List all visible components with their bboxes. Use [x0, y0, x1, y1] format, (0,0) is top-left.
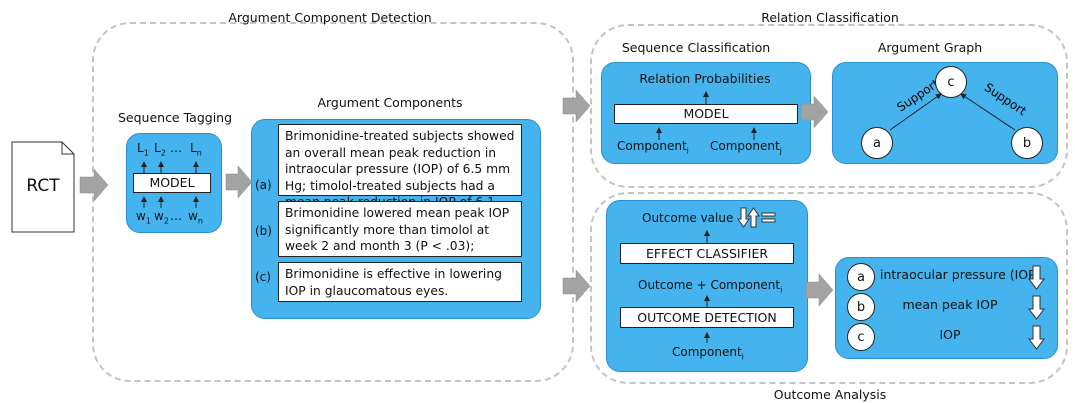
- outcome-a-down-arrow-icon: [1028, 265, 1045, 290]
- components-to-outcome-arrow: [562, 269, 591, 303]
- seqclass-to-graph-arrow: [800, 95, 829, 129]
- components-to-relation-arrow: [562, 89, 591, 123]
- sequence-tagging-title: Sequence Tagging: [117, 110, 233, 125]
- tagging-to-components-arrow: [225, 165, 253, 199]
- outcome-component-label: Componenti: [672, 345, 744, 362]
- relation-classification-region: [590, 24, 1068, 188]
- sequence-classification-title: Sequence Classification: [621, 40, 771, 55]
- down-arrow-icon: [737, 207, 750, 228]
- argument-graph-title: Argument Graph: [877, 40, 983, 55]
- component-c-text: Brimonidine is effective in lowering IOP…: [278, 262, 522, 302]
- argument-component-detection-region: [92, 22, 574, 382]
- equals-icon-bottom: [761, 218, 776, 223]
- outcome-detection-label: OUTCOME DETECTION: [637, 310, 777, 325]
- argument-components-title: Argument Components: [317, 95, 463, 110]
- support-edges: [889, 93, 1016, 131]
- relation-model-box: [614, 104, 798, 124]
- equals-icon-top: [761, 212, 776, 217]
- outcome-detection-box: [620, 307, 794, 328]
- component-tag-b: (b): [255, 224, 272, 238]
- tag-label-n: Ln: [190, 141, 202, 158]
- outcome-direction-icons: [1028, 265, 1045, 350]
- graph-node-b: b: [1011, 127, 1043, 159]
- component-a-text: Brimonidine-treated subjects showed an o…: [278, 124, 522, 226]
- effect-classifier-box: [620, 243, 794, 264]
- outcome-b-text: mean peak IOP: [902, 297, 998, 312]
- outcome-b-down-arrow-icon: [1028, 295, 1045, 320]
- tag-label-ellipsis: …: [170, 141, 182, 155]
- outcome-plus-component-label: Outcome + Componenti: [638, 278, 783, 295]
- tag-label-1: L1: [137, 141, 149, 158]
- outcome-node-a: a: [847, 263, 875, 291]
- outcome-analysis-region: [590, 192, 1068, 384]
- graph-node-c: c: [935, 66, 967, 98]
- component-tag-c: (c): [255, 270, 271, 284]
- word-ellipsis: …: [170, 209, 182, 223]
- outcome-node-b: b: [847, 293, 875, 321]
- component-b-text: Brimonidine lowered mean peak IOP signif…: [278, 201, 522, 257]
- acd-title: Argument Component Detection: [228, 10, 432, 25]
- word-n: wn: [188, 209, 203, 226]
- tagging-model-label: MODEL: [149, 175, 195, 190]
- outcome-c-text: IOP: [939, 327, 961, 342]
- component-i-label: Componenti: [617, 139, 689, 156]
- rct-to-tagging-arrow: [79, 168, 109, 202]
- tag-label-2: L2: [154, 141, 166, 158]
- tagging-arrows: [141, 161, 199, 208]
- effect-classifier-label: EFFECT CLASSIFIER: [645, 246, 769, 261]
- component-tag-a: (a): [255, 178, 272, 192]
- rct-label: RCT: [26, 176, 60, 196]
- seqclass-arrows: [656, 91, 757, 140]
- outcome-value-label: Outcome value: [642, 211, 734, 225]
- word-2: w2: [154, 209, 169, 226]
- component-j-label: Componentj: [710, 139, 782, 156]
- outcome-c-down-arrow-icon: [1028, 325, 1045, 350]
- relation-probabilities-label: Relation Probabilities: [639, 71, 771, 86]
- outcome-analysis-title: Outcome Analysis: [773, 387, 887, 402]
- word-1: w1: [136, 209, 151, 226]
- outcome-value-icons: [737, 207, 776, 228]
- tagging-model-box: [133, 173, 211, 193]
- pipeline-to-outcomes-arrow: [805, 273, 834, 307]
- graph-node-a: a: [861, 127, 893, 159]
- relation-model-label: MODEL: [683, 106, 729, 121]
- outcome-a-text: intraocular pressure (IOP): [880, 267, 1041, 282]
- relation-classification-title: Relation Classification: [761, 10, 899, 25]
- outcome-node-c: c: [847, 323, 875, 351]
- up-arrow-icon: [747, 207, 760, 228]
